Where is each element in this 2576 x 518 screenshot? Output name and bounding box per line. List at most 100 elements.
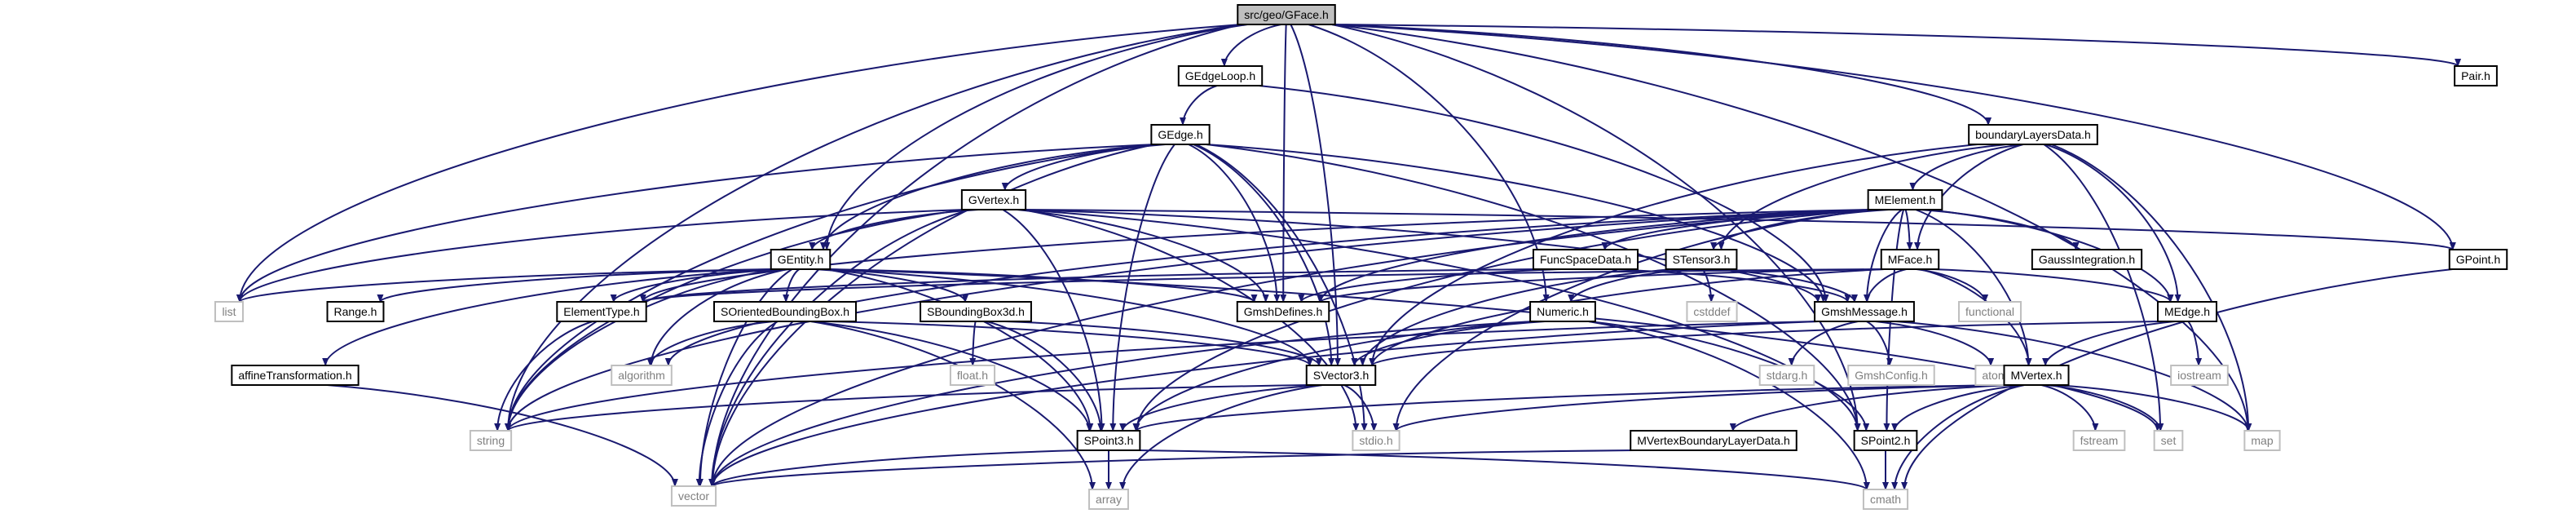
edge-sbbox3d-to-spoint3 [986,321,1105,432]
edge-melement-to-gmshdefines [1317,209,1872,303]
edge-blayers-to-stensor3 [1718,144,2007,250]
node-mvbld[interactable]: MVertexBoundaryLayerData.h [1630,430,1797,451]
edge-stensor3-to-svector3 [1359,268,1673,366]
edge-line [610,268,785,303]
edge-line [1914,144,2024,250]
node-gedgeloop[interactable]: GEdgeLoop.h [1177,65,1264,86]
node-elemtype[interactable]: ElementType.h [556,301,647,322]
node-cmath: cmath [1862,489,1909,510]
node-label: SPoint2.h [1861,434,1911,447]
edge-line [1331,24,2461,67]
edge-gentity-to-algorithm [647,268,788,366]
node-box [1630,430,1797,451]
node-rangeh[interactable]: Range.h [326,301,385,322]
edge-line [709,209,1872,487]
edge-line [1351,321,1546,366]
node-funcspace[interactable]: FuncSpaceData.h [1532,249,1639,270]
node-box [1150,124,1211,145]
edge-mvertex-to-stdioh [1392,384,2008,432]
node-label: vector [678,489,709,503]
edge-line [1392,209,1872,432]
node-box [1686,301,1738,322]
node-label: fstream [2080,434,2119,447]
node-mvertex[interactable]: MVertex.h [2003,365,2070,386]
edge-line [1259,85,1829,303]
edge-numeric-to-spoint2 [1588,321,1870,432]
edge-line [709,449,1634,487]
node-box [670,485,717,507]
node-medge[interactable]: MEdge.h [2156,301,2218,322]
node-sobb[interactable]: SOrientedBoundingBox.h [713,301,857,322]
node-gpoint[interactable]: GPoint.h [2448,249,2508,270]
node-box [611,365,673,386]
node-box [2170,365,2229,386]
edge-line [1369,321,2161,366]
node-label: GmshConfig.h [1855,369,1927,382]
node-vector: vector [670,485,717,507]
node-spoint2[interactable]: SPoint2.h [1853,430,1918,451]
edge-mface-to-gmshdefines [1317,268,1885,303]
node-pair[interactable]: Pair.h [2454,65,2498,86]
node-sbbox3d[interactable]: SBoundingBox3d.h [920,301,1032,322]
node-gedge[interactable]: GEdge.h [1150,124,1211,145]
node-gmshdefines[interactable]: GmshDefines.h [1236,301,1330,322]
node-label: MVertex.h [2010,369,2062,382]
node-gface[interactable]: src/geo/GFace.h [1237,4,1336,25]
edge-line [2040,384,2099,432]
edge-line [322,268,774,366]
edge-line [2054,384,2252,432]
edge-line [1891,384,2025,490]
node-mface[interactable]: MFace.h [1880,249,1940,270]
edge-line [236,268,774,303]
node-spoint3[interactable]: SPoint3.h [1076,430,1141,451]
edge-spoint3-to-cmath [1136,449,1870,490]
edge-gentity-to-affine [322,268,774,366]
edge-elemtype-to-string [494,321,593,432]
edge-numeric-to-vector [709,321,1534,487]
edge-melement-to-algorithm [664,209,1872,366]
node-gentity[interactable]: GEntity.h [770,249,831,270]
edge-gedgeloop-to-gedge [1179,85,1218,126]
edge-sobb-to-spoint3 [810,321,1093,432]
node-algorithm: algorithm [611,365,673,386]
edge-line [1729,384,2011,432]
edge-line [1932,268,2174,303]
node-affine[interactable]: affineTransformation.h [231,365,359,386]
node-box [1758,365,1815,386]
node-stensor3[interactable]: STensor3.h [1665,249,1738,270]
node-label: GaussIntegration.h [2039,253,2135,266]
node-box [1088,489,1129,510]
node-label: GPoint.h [2456,253,2500,266]
node-melement[interactable]: MElement.h [1867,189,1943,210]
edge-melement-to-gaussint [1919,209,2080,250]
node-label: Numeric.h [1537,305,1589,318]
node-box [1236,301,1330,322]
node-blayers[interactable]: boundaryLayersData.h [1968,124,2098,145]
node-gmshmessage[interactable]: GmshMessage.h [1814,301,1915,322]
node-svector3[interactable]: SVector3.h [1305,365,1377,386]
edge-line [708,209,970,487]
edge-melement-to-mface [1904,209,1913,250]
edge-line [1788,321,1859,366]
node-numeric[interactable]: Numeric.h [1529,301,1596,322]
edge-line [1136,449,1870,490]
node-string: string [469,430,513,451]
node-label: Pair.h [2461,69,2490,82]
edge-line [1331,24,1861,432]
node-box [949,365,996,386]
edge-line [377,268,774,303]
node-gvertex[interactable]: GVertex.h [960,189,1027,210]
edge-blayers-to-mface [1914,144,2024,250]
node-label: stdarg.h [1767,369,1808,382]
node-box [469,430,513,451]
edge-gvertex-to-list [236,209,965,303]
node-gaussint[interactable]: GaussIntegration.h [2031,249,2143,270]
edge-mvertex-to-mvbld [1729,384,2011,432]
node-label: set [2161,434,2177,447]
edge-line [695,321,779,487]
edge-line [505,384,1310,432]
edge-blayers-to-melement [1909,144,2023,191]
edge-line [969,321,977,366]
edge-line [494,321,593,432]
node-box [214,301,244,322]
